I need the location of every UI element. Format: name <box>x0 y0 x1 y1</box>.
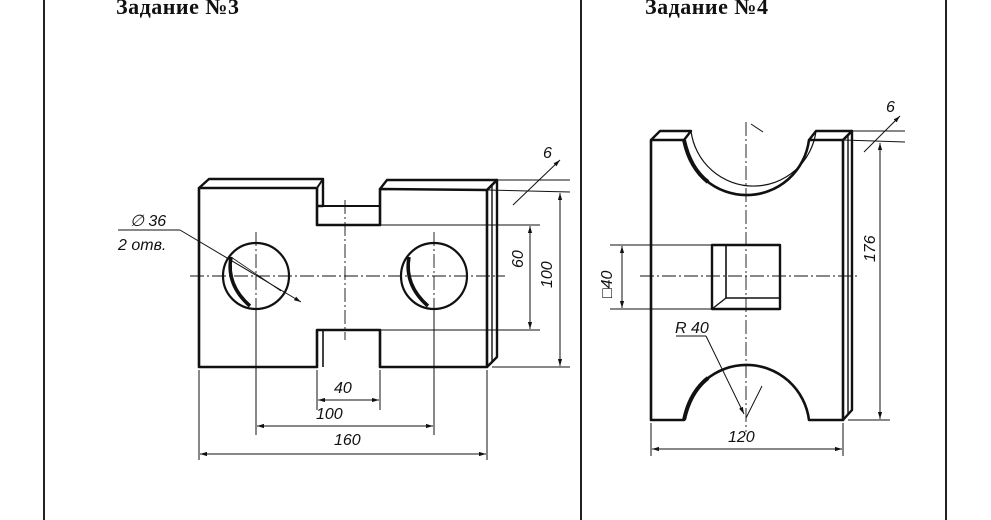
task4-overall-width: 120 <box>728 429 755 446</box>
task4-overall-height: 176 <box>862 235 879 262</box>
task3-title: Задание №3 <box>116 0 240 19</box>
task4-centerlines <box>640 122 860 432</box>
task3-overall-width: 160 <box>334 432 361 449</box>
task3-thickness: 6 <box>543 145 552 162</box>
task3-labels: ∅ 36 2 отв. 6 60 100 40 100 160 <box>117 145 556 449</box>
task3-part <box>197 177 499 369</box>
task3-hole-spacing: 100 <box>316 406 343 423</box>
task3-dimensions <box>118 159 571 460</box>
task3-slot-width: 40 <box>334 380 352 397</box>
task4-labels: 6 176 □40 R 40 120 <box>599 99 895 446</box>
task4-part <box>649 129 854 422</box>
task3-hole-dia: ∅ 36 <box>130 213 166 230</box>
task3-overall-height: 100 <box>539 261 556 288</box>
task4-square-hole: □40 <box>599 270 616 298</box>
task3-slot-height: 60 <box>510 250 527 268</box>
task4-dimensions <box>610 115 906 456</box>
sheet-frame <box>43 0 947 520</box>
task3-centerlines <box>190 200 505 340</box>
task3-hole-count: 2 отв. <box>117 237 166 254</box>
task4-radius: R 40 <box>675 320 709 337</box>
task4-thickness: 6 <box>886 99 895 116</box>
task4-title: Задание №4 <box>645 0 769 19</box>
